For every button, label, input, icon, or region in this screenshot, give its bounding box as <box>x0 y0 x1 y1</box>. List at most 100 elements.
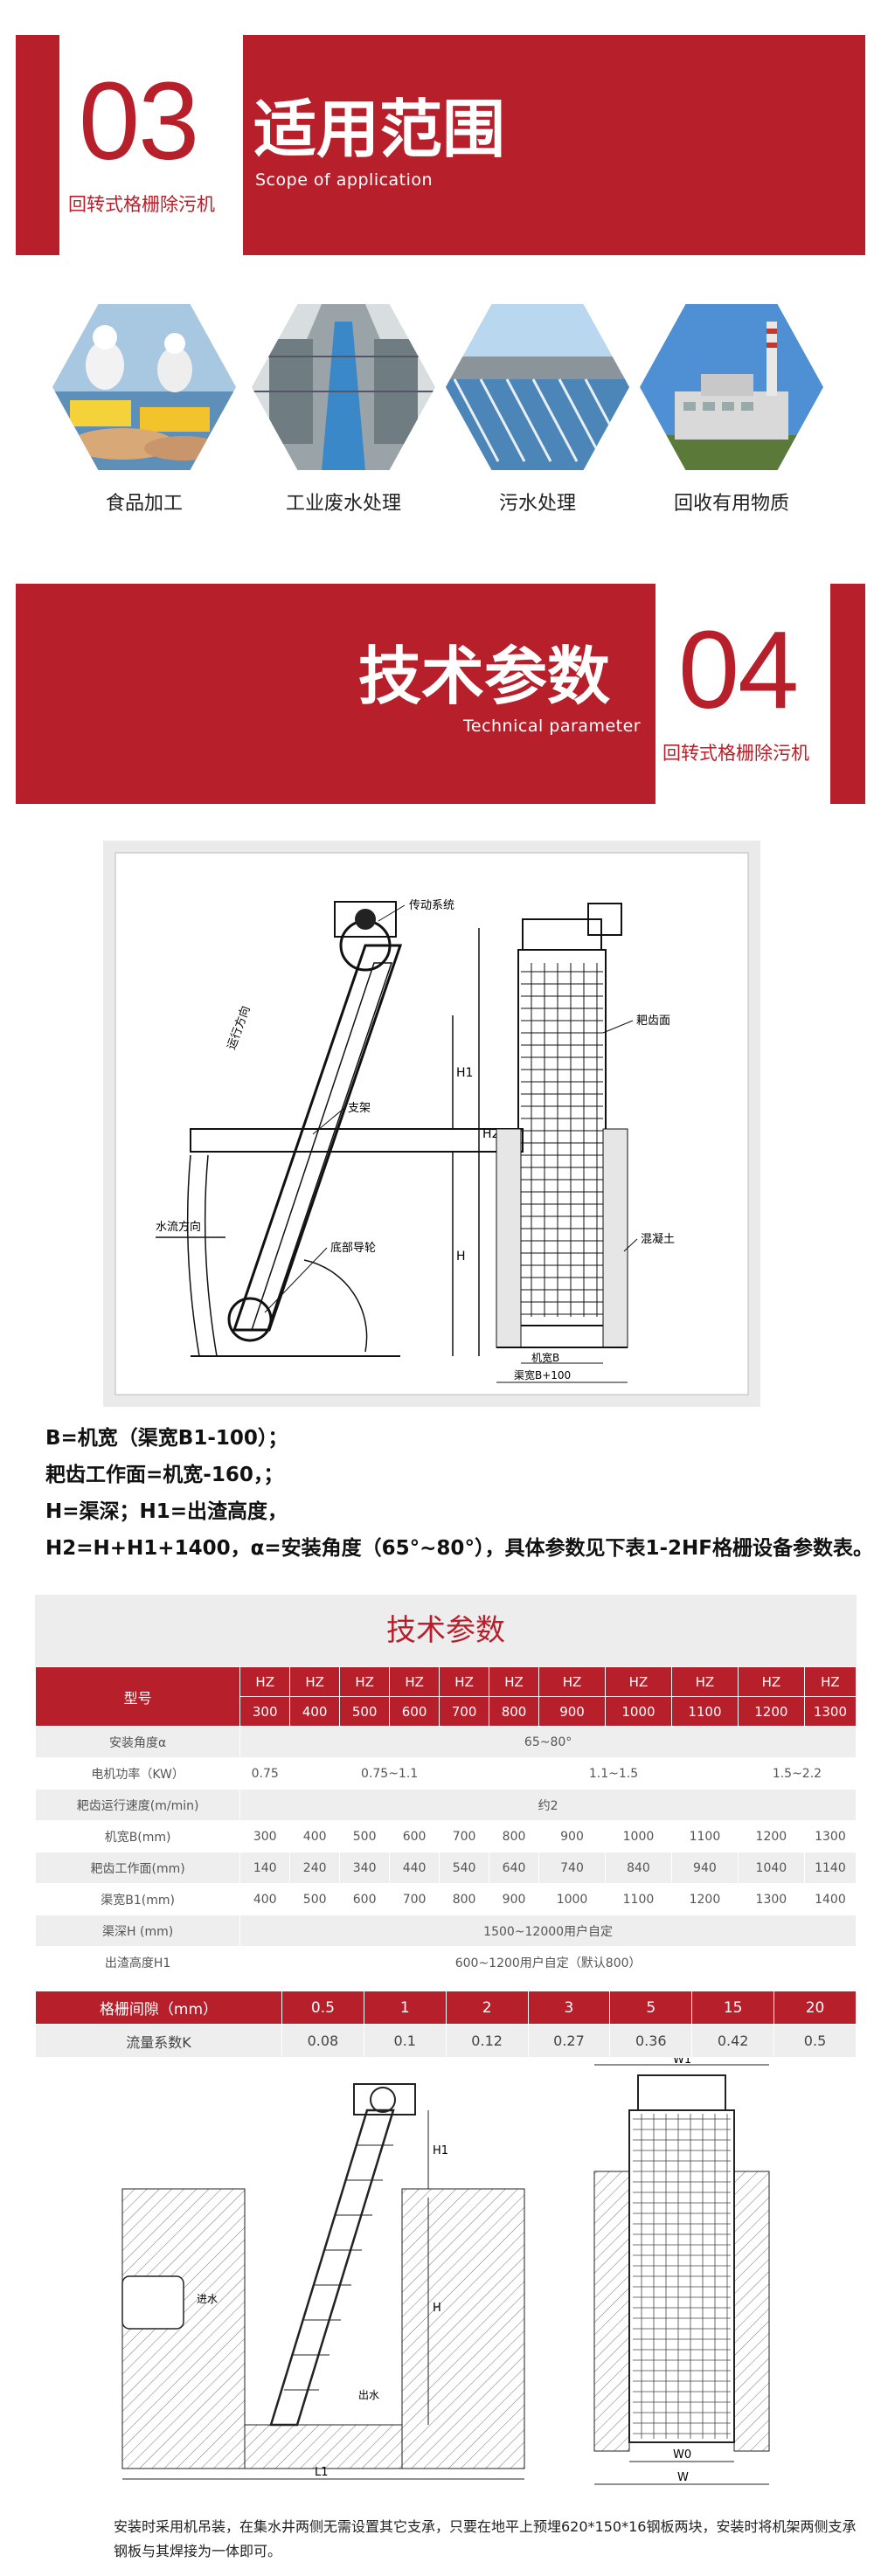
cell: 1200 <box>670 1883 739 1915</box>
outflow-label: 出水 <box>358 2389 379 2401</box>
recycling-plant-photo-icon <box>640 304 823 470</box>
row-value: 0.75~1.1 <box>289 1757 490 1790</box>
cell: 400 <box>239 1883 291 1915</box>
cell: 900 <box>538 1820 606 1852</box>
table-row: 渠宽B1(mm) 400 500 600 700 800 900 1000 11… <box>34 1883 857 1915</box>
model-size: 1100 <box>670 1696 739 1727</box>
cell: 800 <box>489 1820 540 1852</box>
cell: 740 <box>538 1852 606 1884</box>
cell: 0.36 <box>609 2024 693 2058</box>
dim-h-label: H <box>456 1250 466 1264</box>
cell: 700 <box>439 1820 490 1852</box>
banner-number-panel: 04 回转式格栅除污机 <box>656 584 830 804</box>
table-row: 流量系数K 0.08 0.1 0.12 0.27 0.36 0.42 0.5 <box>35 2024 857 2058</box>
section-03-banner: 03 回转式格栅除污机 适用范围 Scope of application <box>16 35 865 255</box>
cell: 600 <box>389 1820 440 1852</box>
model-size: 300 <box>239 1696 291 1727</box>
row-label: 渠宽B1(mm) <box>34 1883 241 1915</box>
screen-structure-diagram: H1 H H2 传动系统 支架 底部导轮 水流方向 运行方向 耙齿面 混凝土 机… <box>103 841 760 1407</box>
model-prefix: HZ <box>670 1666 739 1697</box>
row-label: 渠深H (mm) <box>34 1915 241 1947</box>
application-label: 食品加工 <box>105 493 183 515</box>
row-value: 约2 <box>239 1789 857 1821</box>
model-prefix: HZ <box>289 1666 341 1697</box>
cell: 400 <box>289 1820 341 1852</box>
cell: 5 <box>609 1991 693 2025</box>
model-prefix: HZ <box>389 1666 440 1697</box>
row-value: 1.5~2.2 <box>737 1757 857 1790</box>
cell: 1300 <box>737 1883 805 1915</box>
model-size: 500 <box>339 1696 391 1727</box>
model-prefix: HZ <box>489 1666 540 1697</box>
note-line: B=机宽（渠宽B1-100）； <box>45 1427 288 1450</box>
dim-h1-label: H1 <box>433 2144 448 2157</box>
cell: 900 <box>489 1883 540 1915</box>
cell: 0.42 <box>691 2024 775 2058</box>
product-name: 回转式格栅除污机 <box>662 743 809 764</box>
application-label: 污水处理 <box>498 493 576 515</box>
dim-w0-label: W0 <box>673 2448 691 2462</box>
channel-width-label: 渠宽B+100 <box>514 1368 571 1381</box>
spec-table: 技术参数 型号 HZ HZ HZ HZ HZ HZ HZ HZ HZ HZ HZ… <box>34 1595 857 2058</box>
application-label: 回收有用物质 <box>673 493 789 515</box>
cell: 0.12 <box>445 2024 529 2058</box>
cell: 1100 <box>604 1883 672 1915</box>
dim-h1-label: H1 <box>456 1066 473 1080</box>
row-value: 600~1200用户自定（默认800） <box>239 1946 857 1978</box>
cell: 800 <box>439 1883 490 1915</box>
installation-diagram: H H1 进水 出水 L1 W1 W0 W <box>105 2058 848 2495</box>
bottom-guide-label: 底部导轮 <box>330 1241 376 1255</box>
cell: 140 <box>239 1852 291 1884</box>
dim-l1-label: L1 <box>315 2466 329 2479</box>
model-size: 1000 <box>604 1696 672 1727</box>
drive-system-label: 传动系统 <box>409 899 454 912</box>
application-list: 食品加工 工业废水处理 <box>0 304 881 516</box>
model-size: 400 <box>289 1696 341 1727</box>
model-prefix: HZ <box>737 1666 805 1697</box>
table-row: 耙齿工作面(mm) 140 240 340 440 540 640 740 84… <box>34 1852 857 1884</box>
table-row: 电机功率（KW） 0.75 0.75~1.1 1.1~1.5 1.5~2.2 <box>34 1757 857 1790</box>
row-value: 65~80° <box>239 1726 857 1758</box>
cell: 540 <box>439 1852 490 1884</box>
cell: 0.08 <box>281 2024 364 2058</box>
cell: 340 <box>339 1852 391 1884</box>
dim-w-label: W <box>677 2471 689 2484</box>
application-item: 污水处理 <box>446 304 629 516</box>
cell: 500 <box>339 1820 391 1852</box>
row-value: 1500~12000用户自定 <box>239 1915 857 1947</box>
cell: 0.5 <box>773 2024 857 2058</box>
machine-width-label: 机宽B <box>531 1351 559 1364</box>
note-line: 耙齿工作面=机宽-160，； <box>45 1464 284 1486</box>
support-label: 支架 <box>348 1102 371 1115</box>
row-label: 耙齿运行速度(m/min) <box>34 1789 241 1821</box>
section-title: 技术参数 <box>358 640 611 713</box>
section-number: 04 <box>678 608 799 731</box>
sewage-treatment-photo-icon <box>446 304 629 470</box>
industrial-wastewater-photo-icon <box>252 304 435 470</box>
application-item: 回收有用物质 <box>640 304 823 516</box>
cell: 240 <box>289 1852 341 1884</box>
section-title: 适用范围 <box>253 93 506 166</box>
model-size: 900 <box>538 1696 606 1727</box>
model-prefix: HZ <box>439 1666 490 1697</box>
cell: 940 <box>670 1852 739 1884</box>
cell: 15 <box>691 1991 775 2025</box>
application-label: 工业废水处理 <box>285 493 401 515</box>
model-prefix: HZ <box>538 1666 606 1697</box>
row-label: 安装角度α <box>34 1726 241 1758</box>
table-row: 渠深H (mm) 1500~12000用户自定 <box>34 1915 857 1947</box>
table-row: 安装角度α 65~80° <box>34 1726 857 1758</box>
application-item: 食品加工 <box>52 304 236 516</box>
table-row: 机宽B(mm) 300 400 500 600 700 800 900 1000… <box>34 1820 857 1852</box>
dim-h-label: H <box>433 2302 441 2315</box>
row-value: 1.1~1.5 <box>489 1757 739 1790</box>
cell: 1000 <box>538 1883 606 1915</box>
section-title-en: Technical parameter <box>463 717 642 736</box>
model-prefix: HZ <box>239 1666 291 1697</box>
cell: 500 <box>289 1883 341 1915</box>
inflow-label: 进水 <box>197 2293 218 2305</box>
parameter-notes: B=机宽（渠宽B1-100）； 耙齿工作面=机宽-160，； H=渠深；H1=出… <box>45 1420 873 1567</box>
cell: 1040 <box>737 1852 805 1884</box>
cell: 20 <box>773 1991 857 2025</box>
cell: 1200 <box>737 1820 805 1852</box>
